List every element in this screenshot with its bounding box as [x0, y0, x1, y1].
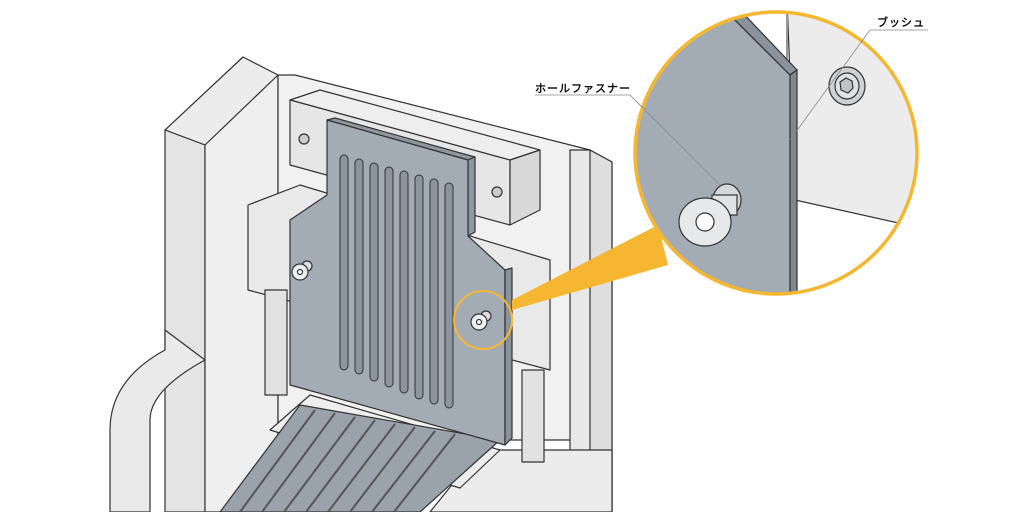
callout-wedge — [512, 225, 668, 310]
guide-post-left — [264, 289, 288, 396]
bush-part — [828, 66, 866, 106]
highlight-circle-small — [453, 290, 513, 350]
label-hole-fastener: ホールファスナー — [535, 82, 631, 95]
leader-bush — [789, 29, 928, 141]
highlight-circle-large — [633, 10, 919, 296]
leader-hole-fastener — [535, 94, 721, 186]
screw-icon — [491, 186, 503, 198]
screw-icon — [298, 133, 310, 145]
fastener-left — [291, 260, 313, 281]
label-bush: ブッシュ — [877, 16, 925, 29]
guide-post-right — [521, 369, 545, 463]
magnified-view — [635, 12, 917, 294]
fastener-right — [470, 310, 492, 331]
hole-fastener-part — [678, 183, 742, 247]
